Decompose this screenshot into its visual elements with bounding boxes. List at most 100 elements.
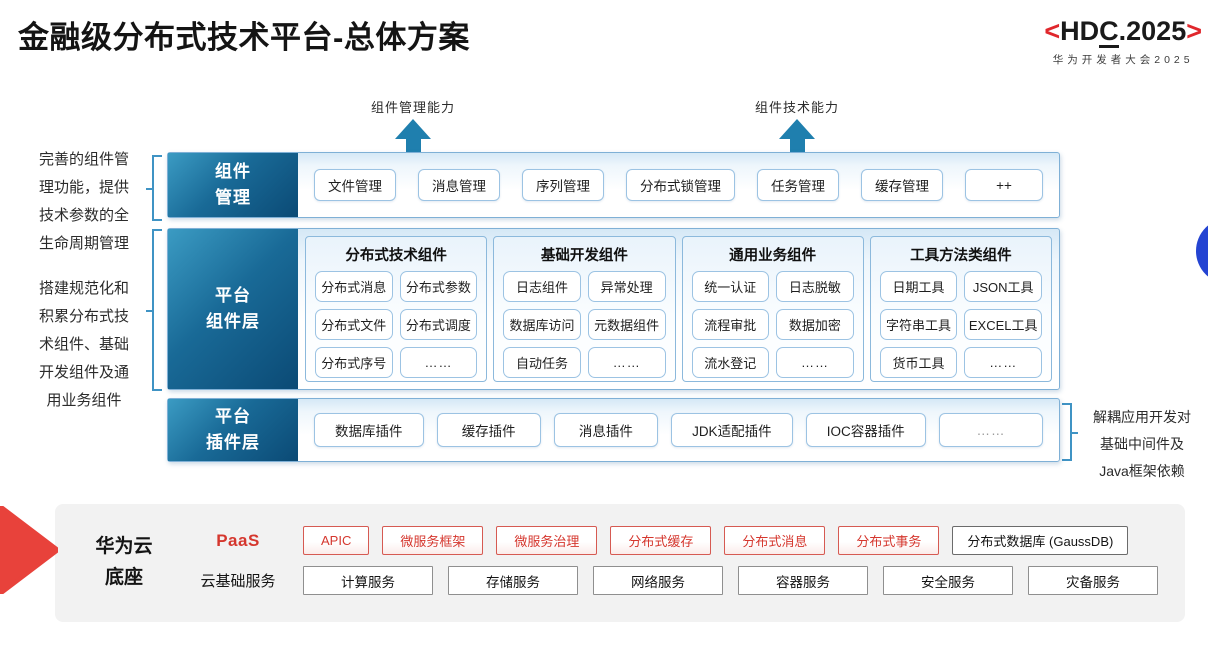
- hdc-logo-subtitle: 华为开发者大会2025: [1052, 54, 1194, 67]
- capability-arrow-technical-label: 组件技术能力: [754, 100, 839, 115]
- component-chip: 元数据组件: [587, 309, 666, 340]
- component-chip: 日志脱敏: [776, 271, 854, 302]
- component-group-title: 分布式技术组件: [345, 248, 447, 264]
- platform-plugin-chip: 缓存插件: [436, 413, 541, 447]
- note-platform-components: 搭建规范化和 积累分布式技 术组件、基础 开发组件及通 用业务组件: [38, 280, 129, 409]
- component-management-chip: ++: [965, 169, 1043, 201]
- logo-year: .2025: [1118, 16, 1187, 46]
- iaas-chips: 计算服务存储服务网络服务容器服务安全服务灾备服务: [303, 566, 1158, 595]
- component-management-chip: 缓存管理: [861, 169, 943, 201]
- platform-plugin-chip: ……: [938, 413, 1043, 447]
- right-bracket-row3: [1062, 403, 1078, 461]
- component-chip: 分布式参数: [399, 271, 478, 302]
- paas-label: PaaS: [216, 530, 260, 550]
- paas-service-chip: 微服务治理: [496, 526, 598, 555]
- foundation-label: 华为云 底座: [95, 536, 153, 588]
- component-group: 基础开发组件日志组件异常处理数据库访问元数据组件自动任务……: [493, 236, 676, 382]
- arrow-up-icon: [395, 119, 431, 139]
- layer-stack: 组件 管理 文件管理消息管理序列管理分布式锁管理任务管理缓存管理++ 平台 组件…: [167, 152, 1060, 462]
- iaas-service-chip: 存储服务: [448, 566, 578, 595]
- platform-plugin-chip: JDK适配插件: [671, 413, 793, 447]
- component-group-grid: 日志组件异常处理数据库访问元数据组件自动任务……: [494, 270, 674, 387]
- component-chip: 分布式调度: [399, 309, 478, 340]
- paas-service-chip: 微服务框架: [382, 526, 484, 555]
- component-chip: EXCEL工具: [964, 309, 1042, 340]
- component-chip: 分布式消息: [315, 271, 393, 302]
- iaas-service-chip: 容器服务: [738, 566, 868, 595]
- layer-label-platform-plugins: 平台 插件层: [168, 399, 298, 461]
- component-chip: 分布式文件: [315, 309, 393, 340]
- component-group-title: 通用业务组件: [729, 248, 817, 264]
- iaas-service-chip: 计算服务: [303, 566, 433, 595]
- component-group-grid: 统一认证日志脱敏流程审批数据加密流水登记……: [683, 270, 863, 387]
- paas-service-chip: APIC: [303, 526, 370, 555]
- component-group-title: 工具方法类组件: [910, 248, 1012, 264]
- component-chip: 字符串工具: [879, 309, 958, 340]
- logo-hd: HD: [1060, 16, 1100, 46]
- component-chip: 货币工具: [879, 347, 958, 378]
- capability-arrow-management-label: 组件管理能力: [370, 100, 455, 115]
- component-management-chip: 文件管理: [314, 169, 396, 201]
- logo-c-underlined: C: [1099, 17, 1119, 49]
- blue-circle-decoration: [1196, 218, 1208, 284]
- note-plugin-decoupling: 解耦应用开发对 基础中间件及 Java框架依赖: [1093, 409, 1191, 479]
- component-management-chip: 序列管理: [522, 169, 604, 201]
- platform-plugin-chip: 数据库插件: [314, 413, 424, 447]
- paas-gaussdb-chip: 分布式数据库 (GaussDB): [952, 526, 1129, 555]
- layer-label-platform-components: 平台 组件层: [168, 229, 298, 389]
- platform-plugin-chips: 数据库插件缓存插件消息插件 JDK适配插件 IOC容器插件 ……: [298, 399, 1059, 461]
- component-chip: ……: [964, 347, 1042, 378]
- platform-plugin-chip: 消息插件: [553, 413, 658, 447]
- component-chip: 流程审批: [691, 309, 770, 340]
- component-chip: ……: [587, 347, 666, 378]
- component-chip: 分布式序号: [315, 347, 393, 378]
- iaas-service-chip: 安全服务: [883, 566, 1013, 595]
- component-group: 分布式技术组件分布式消息分布式参数分布式文件分布式调度分布式序号……: [305, 236, 488, 382]
- layer-platform-components: 平台 组件层 分布式技术组件分布式消息分布式参数分布式文件分布式调度分布式序号……: [167, 228, 1060, 390]
- component-chip: 异常处理: [587, 271, 666, 302]
- page-title: 金融级分布式技术平台-总体方案: [18, 20, 470, 55]
- paas-service-chip: 分布式缓存: [610, 526, 712, 555]
- component-chip: 数据库访问: [503, 309, 581, 340]
- iaas-service-chip: 灾备服务: [1028, 566, 1158, 595]
- red-wedge-arrow-icon: [0, 506, 58, 594]
- logo-open-angle: <: [1044, 16, 1061, 46]
- hdc-logo-text: <HDC.2025>: [1044, 16, 1202, 49]
- capability-arrow-management: 组件管理能力: [343, 97, 483, 158]
- component-management-chips: 文件管理消息管理序列管理分布式锁管理任务管理缓存管理++: [298, 153, 1059, 217]
- layer-component-management: 组件 管理 文件管理消息管理序列管理分布式锁管理任务管理缓存管理++: [167, 152, 1060, 218]
- component-groups: 分布式技术组件分布式消息分布式参数分布式文件分布式调度分布式序号……基础开发组件…: [298, 229, 1059, 389]
- layer-label-component-management: 组件 管理: [168, 153, 298, 217]
- logo-close-angle: >: [1186, 16, 1202, 46]
- arrow-up-icon: [779, 119, 815, 139]
- component-group: 通用业务组件统一认证日志脱敏流程审批数据加密流水登记……: [681, 236, 864, 382]
- paas-service-chip: 分布式消息: [724, 526, 826, 555]
- iaas-service-chip: 网络服务: [593, 566, 723, 595]
- component-chip: ……: [399, 347, 478, 378]
- left-bracket-row1: [146, 155, 162, 221]
- left-bracket-row2: [146, 229, 162, 391]
- iaas-row: 云基础服务 计算服务存储服务网络服务容器服务安全服务灾备服务: [177, 566, 1158, 595]
- component-chip: 自动任务: [503, 347, 581, 378]
- hdc-logo: <HDC.2025> 华为开发者大会2025: [1044, 16, 1202, 67]
- note-component-management: 完善的组件管 理功能，提供 技术参数的全 生命周期管理: [38, 151, 129, 252]
- component-management-chip: 消息管理: [418, 169, 500, 201]
- component-chip: ……: [776, 347, 854, 378]
- iaas-label: 云基础服务: [200, 573, 276, 590]
- component-chip: JSON工具: [964, 271, 1042, 302]
- capability-arrow-technical: 组件技术能力: [727, 97, 867, 158]
- component-chip: 统一认证: [691, 271, 770, 302]
- component-chip: 日志组件: [503, 271, 581, 302]
- component-management-chip: 分布式锁管理: [626, 169, 735, 201]
- component-group-title: 基础开发组件: [540, 248, 628, 264]
- platform-plugin-chip: IOC容器插件: [805, 413, 926, 447]
- component-chip: 流水登记: [691, 347, 770, 378]
- component-chip: 日期工具: [879, 271, 958, 302]
- component-group-grid: 分布式消息分布式参数分布式文件分布式调度分布式序号……: [306, 270, 486, 387]
